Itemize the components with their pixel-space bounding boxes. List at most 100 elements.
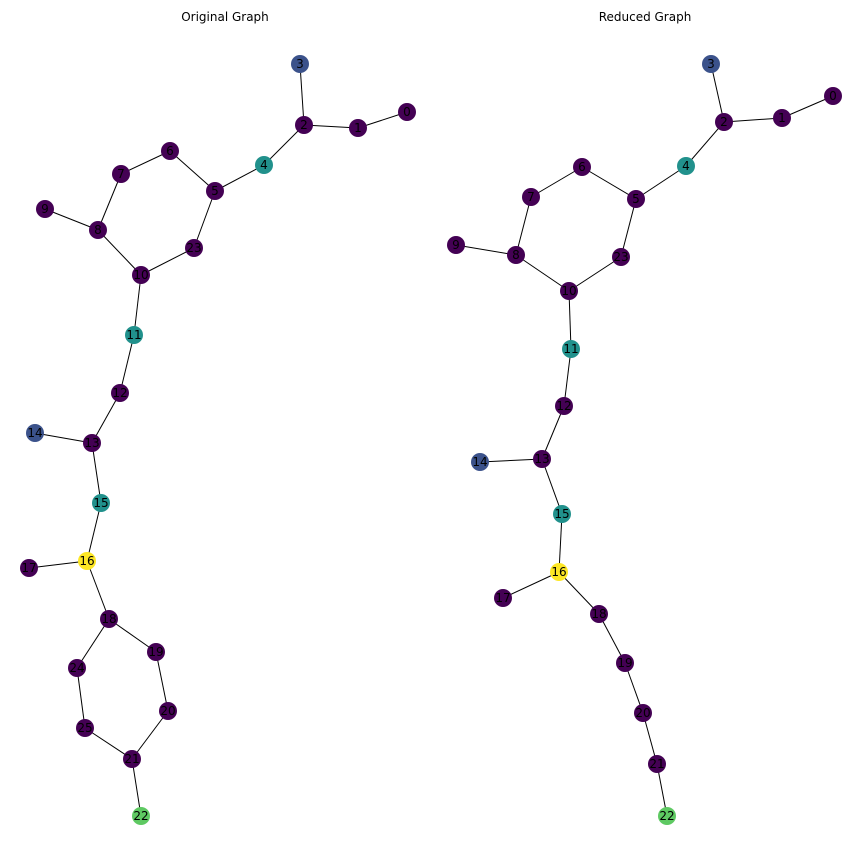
original-node-4: 4 bbox=[255, 156, 273, 174]
original-node-circle-0 bbox=[398, 103, 416, 121]
original-node-22: 22 bbox=[132, 807, 150, 825]
reduced-node-18: 18 bbox=[590, 605, 608, 623]
original-node-circle-2 bbox=[295, 116, 313, 134]
reduced-edge-12-13 bbox=[541, 405, 565, 460]
original-node-label-15: 15 bbox=[93, 496, 108, 510]
original-node-label-2: 2 bbox=[300, 118, 308, 132]
reduced-node-label-20: 20 bbox=[635, 706, 650, 720]
original-node-10: 10 bbox=[132, 266, 150, 284]
reduced-node-23: 23 bbox=[612, 248, 630, 266]
original-node-2: 2 bbox=[295, 116, 313, 134]
original-node-0: 0 bbox=[398, 103, 416, 121]
original-node-circle-16 bbox=[78, 552, 96, 570]
reduced-node-label-21: 21 bbox=[649, 757, 664, 771]
reduced-node-circle-11 bbox=[562, 340, 580, 358]
original-node-16: 16 bbox=[78, 552, 96, 570]
original-node-circle-24 bbox=[68, 659, 86, 677]
original-graph-edges bbox=[28, 63, 408, 817]
reduced-edge-9-8 bbox=[455, 244, 517, 256]
reduced-node-label-4: 4 bbox=[682, 159, 690, 173]
original-node-8: 8 bbox=[89, 221, 107, 239]
original-edge-23-5 bbox=[193, 190, 216, 249]
reduced-node-circle-22 bbox=[658, 807, 676, 825]
original-node-label-4: 4 bbox=[260, 158, 268, 172]
original-node-17: 17 bbox=[20, 559, 38, 577]
reduced-node-label-13: 13 bbox=[534, 452, 549, 466]
reduced-node-circle-3 bbox=[702, 55, 720, 73]
reduced-node-16: 16 bbox=[550, 563, 568, 581]
reduced-edge-18-19 bbox=[598, 613, 626, 664]
reduced-node-label-22: 22 bbox=[659, 809, 674, 823]
original-edge-7-8 bbox=[97, 173, 122, 231]
original-node-circle-5 bbox=[206, 182, 224, 200]
reduced-node-circle-20 bbox=[634, 704, 652, 722]
reduced-edge-6-7 bbox=[530, 166, 583, 198]
original-node-label-11: 11 bbox=[126, 328, 141, 342]
original-edge-2-4 bbox=[263, 124, 305, 166]
reduced-node-10: 10 bbox=[560, 282, 578, 300]
original-node-25: 25 bbox=[76, 719, 94, 737]
original-node-circle-4 bbox=[255, 156, 273, 174]
original-node-label-16: 16 bbox=[79, 554, 94, 568]
reduced-node-label-16: 16 bbox=[551, 565, 566, 579]
original-node-circle-13 bbox=[83, 434, 101, 452]
original-edge-19-20 bbox=[155, 651, 169, 712]
reduced-node-circle-2 bbox=[715, 113, 733, 131]
reduced-edge-7-8 bbox=[515, 196, 532, 256]
original-node-circle-8 bbox=[89, 221, 107, 239]
reduced-node-circle-14 bbox=[471, 453, 489, 471]
reduced-node-22: 22 bbox=[658, 807, 676, 825]
reduced-edge-11-12 bbox=[563, 348, 572, 407]
reduced-node-2: 2 bbox=[715, 113, 733, 131]
original-node-label-17: 17 bbox=[21, 561, 36, 575]
original-edge-8-10 bbox=[97, 229, 142, 276]
original-node-9: 9 bbox=[36, 200, 54, 218]
reduced-edge-5-6 bbox=[581, 166, 637, 200]
original-node-6: 6 bbox=[161, 142, 179, 160]
reduced-node-5: 5 bbox=[627, 190, 645, 208]
original-edge-18-24 bbox=[76, 618, 110, 669]
reduced-node-3: 3 bbox=[702, 55, 720, 73]
reduced-node-circle-5 bbox=[627, 190, 645, 208]
reduced-node-8: 8 bbox=[507, 246, 525, 264]
reduced-node-7: 7 bbox=[522, 188, 540, 206]
original-node-label-21: 21 bbox=[124, 752, 139, 766]
original-node-label-5: 5 bbox=[211, 184, 219, 198]
reduced-edge-23-5 bbox=[620, 198, 637, 258]
reduced-node-circle-0 bbox=[824, 87, 842, 105]
original-node-circle-20 bbox=[159, 702, 177, 720]
reduced-node-circle-23 bbox=[612, 248, 630, 266]
reduced-graph-edges bbox=[455, 63, 834, 817]
original-edge-9-8 bbox=[44, 208, 99, 231]
original-node-circle-10 bbox=[132, 266, 150, 284]
original-node-label-1: 1 bbox=[354, 121, 362, 135]
original-node-label-0: 0 bbox=[403, 105, 411, 119]
reduced-edge-14-13 bbox=[479, 458, 543, 463]
reduced-node-circle-7 bbox=[522, 188, 540, 206]
reduced-node-9: 9 bbox=[447, 236, 465, 254]
reduced-node-17: 17 bbox=[494, 589, 512, 607]
reduced-edge-10-23 bbox=[568, 256, 622, 292]
original-node-label-7: 7 bbox=[117, 167, 125, 181]
reduced-node-circle-12 bbox=[555, 397, 573, 415]
original-edge-4-5 bbox=[214, 164, 265, 192]
reduced-edge-15-16 bbox=[558, 513, 563, 573]
reduced-node-circle-8 bbox=[507, 246, 525, 264]
reduced-node-circle-13 bbox=[533, 450, 551, 468]
original-edge-16-18 bbox=[86, 560, 110, 620]
original-node-3: 3 bbox=[291, 55, 309, 73]
original-node-label-3: 3 bbox=[296, 57, 304, 71]
original-edge-3-2 bbox=[299, 63, 305, 126]
original-node-5: 5 bbox=[206, 182, 224, 200]
original-node-label-19: 19 bbox=[148, 645, 163, 659]
original-node-1: 1 bbox=[349, 119, 367, 137]
original-node-label-6: 6 bbox=[166, 144, 174, 158]
original-node-24: 24 bbox=[68, 659, 86, 677]
original-node-circle-11 bbox=[125, 326, 143, 344]
original-node-label-8: 8 bbox=[94, 223, 102, 237]
reduced-node-label-17: 17 bbox=[495, 591, 510, 605]
